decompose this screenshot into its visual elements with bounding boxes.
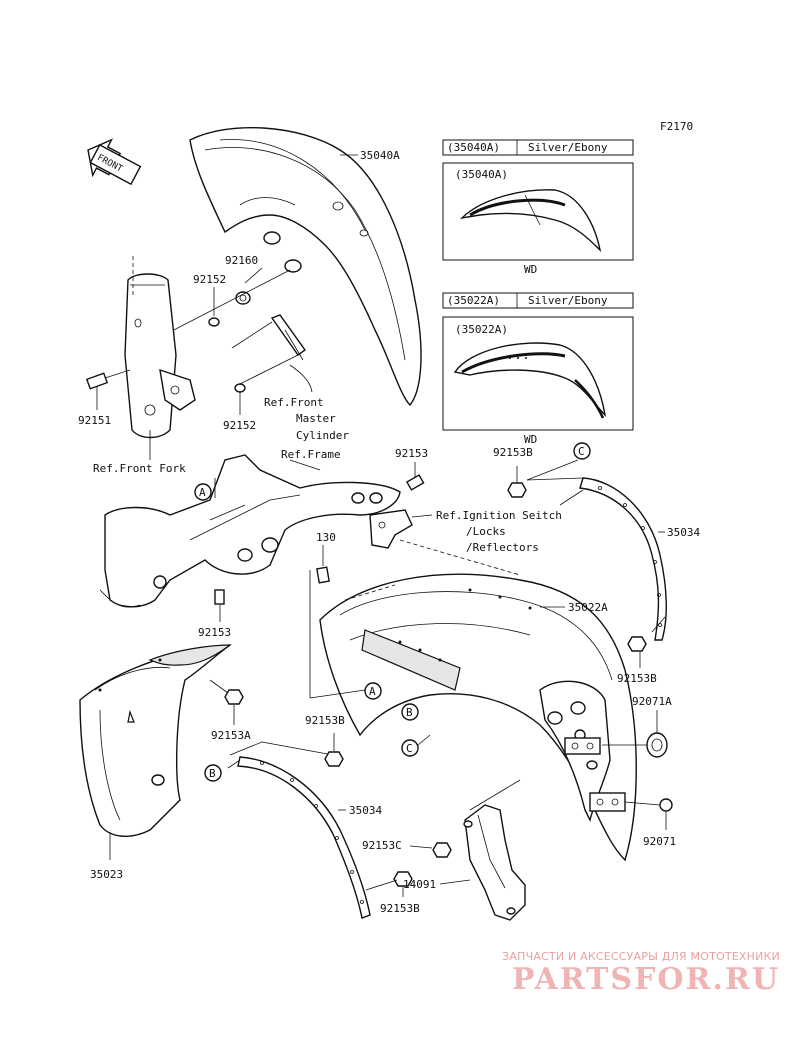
inner-fender-part[interactable] (79, 644, 232, 837)
ref-front-fork: Ref.Front Fork (93, 462, 186, 475)
letter-B: B (406, 706, 413, 719)
ref-frame: Ref.Frame (281, 448, 341, 461)
ref-master-cyl-2: Master (296, 412, 336, 425)
watermark-logo: PARTSFOR.RU (512, 962, 780, 997)
watermark-tagline: ЗАПЧАСТИ И АКСЕССУАРЫ ДЛЯ МОТОТЕХНИКИ (502, 950, 780, 963)
callout-92152-lower: 92152 (223, 419, 256, 432)
callout-92153B-top: 92153B (493, 446, 533, 459)
bolt-92153A (224, 689, 244, 705)
watermark: ЗАПЧАСТИ И АКСЕССУАРЫ ДЛЯ МОТОТЕХНИКИ PA… (490, 950, 780, 997)
callout-92153-upper: 92153 (395, 447, 428, 460)
ref-ignition-1: Ref.Ignition Seitch (436, 509, 562, 522)
callout-92153B-low: 92153B (305, 714, 345, 727)
bracket-14091 (463, 804, 526, 921)
callout-92160: 92160 (225, 254, 258, 267)
nut-92071 (659, 798, 673, 812)
rear-fender-part[interactable] (319, 573, 637, 862)
nut-92153B-mid (627, 636, 647, 652)
callout-92071A: 92071A (632, 695, 672, 708)
ref-ignition-2: /Locks (466, 525, 506, 538)
callout-92153C: 92153C (362, 839, 402, 852)
letter-A: A (199, 486, 206, 499)
frame-ref (99, 454, 401, 608)
callout-circle-A-lower: A (364, 682, 382, 700)
diagram-code: F2170 (660, 120, 693, 133)
bolt-130 (316, 566, 330, 584)
nut-92153B-bot (393, 871, 413, 887)
callout-92153A: 92153A (211, 729, 251, 742)
variant-panel-35022A: (35022A) Silver/Ebony (35022A) WD (442, 292, 634, 446)
variant-color: Silver/Ebony (528, 141, 608, 154)
washer-92152-upper (208, 317, 220, 327)
bolt-92153-upper (405, 474, 425, 491)
variant-label: WD (524, 433, 537, 446)
variant-code: (35022A) (447, 294, 500, 307)
letter-C: C (406, 742, 413, 755)
letter-B: B (209, 767, 216, 780)
callout-92152-upper: 92152 (193, 273, 226, 286)
brake-hose-bracket (270, 314, 313, 393)
callout-35034-upper: 35034 (667, 526, 700, 539)
variant-inner-code: (35022A) (455, 323, 508, 336)
spacer-92160 (235, 291, 251, 305)
callout-92153B-mid: 92153B (617, 672, 657, 685)
ref-master-cyl-1: Ref.Front (264, 396, 324, 409)
callout-circle-C-mid: C (401, 739, 419, 757)
letter-C: C (578, 445, 585, 458)
callout-35034-lower: 35034 (349, 804, 382, 817)
callout-92151: 92151 (78, 414, 111, 427)
callout-circle-A-upper: A (194, 483, 212, 501)
callout-35040A: 35040A (360, 149, 400, 162)
bolt-92153-lower (214, 589, 225, 605)
variant-panel-35040A: (35040A) Silver/Ebony (35040A) WD (442, 139, 634, 276)
ignition-bracket (369, 509, 413, 549)
washer-92152-lower (234, 383, 246, 393)
callout-circle-C-upper: C (573, 442, 591, 460)
nut-92153B-low (324, 751, 344, 767)
nut-92153B-top (507, 482, 527, 498)
letter-A: A (369, 685, 376, 698)
callout-14091: 14091 (403, 878, 436, 891)
callout-circle-B-lower: B (204, 764, 222, 782)
callout-92153B-bot: 92153B (380, 902, 420, 915)
callout-35022A: 35022A (568, 601, 608, 614)
front-fender-part[interactable] (189, 127, 422, 407)
ref-master-cyl-3: Cylinder (296, 429, 349, 442)
variant-color: Silver/Ebony (528, 294, 608, 307)
variant-code: (35040A) (447, 141, 500, 154)
callout-92071: 92071 (643, 835, 676, 848)
front-arrow-icon: FRONT (87, 138, 142, 186)
callout-35023: 35023 (90, 868, 123, 881)
nut-92153C (432, 842, 452, 858)
front-fork-ref (124, 273, 196, 439)
grommet-92071A (646, 732, 668, 758)
variant-inner-code: (35040A) (455, 168, 508, 181)
ref-ignition-3: /Reflectors (466, 541, 539, 554)
callout-130: 130 (316, 531, 336, 544)
fender-rail-upper (579, 477, 667, 641)
callout-circle-B-mid: B (401, 703, 419, 721)
callout-92153-lower: 92153 (198, 626, 231, 639)
fender-rail-lower (237, 756, 371, 919)
variant-label: WD (524, 263, 537, 276)
